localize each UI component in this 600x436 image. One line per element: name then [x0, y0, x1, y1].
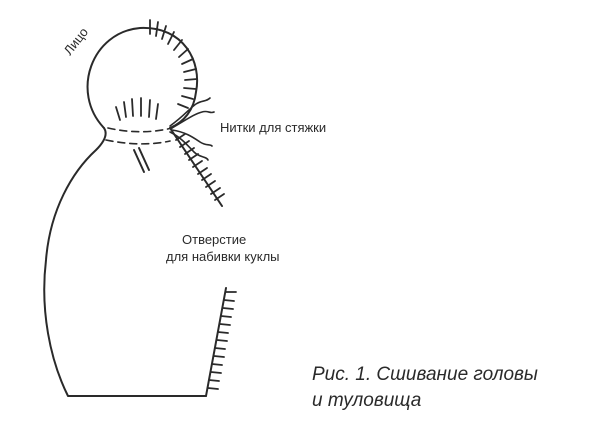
grain-mark [133, 149, 145, 173]
body-lower-stitch-marks [207, 291, 237, 390]
body-upper-stitch-marks [175, 133, 225, 201]
label-opening-line2: для набивки куклы [166, 249, 280, 264]
grain-mark [138, 147, 150, 171]
label-opening-line1: Отверстие [182, 232, 246, 247]
neck-seam-dashed-upper [107, 127, 173, 133]
neck-seam-dashed-lower [105, 139, 171, 145]
body-right-seam-lower [205, 287, 227, 397]
head-stitch-marks [149, 19, 198, 109]
caption-line-1: Рис. 1. Сшивание головы [312, 364, 538, 385]
caption-line-2: и туловища [312, 390, 422, 411]
label-face: Лицо [61, 25, 91, 58]
figure-caption: Рис. 1. Сшивание головы и туловища [312, 362, 592, 414]
neck-gather-marks [115, 97, 159, 121]
label-threads: Нитки для стяжки [220, 120, 326, 135]
gathering-threads [169, 97, 215, 161]
body-left-outline [43, 127, 207, 397]
